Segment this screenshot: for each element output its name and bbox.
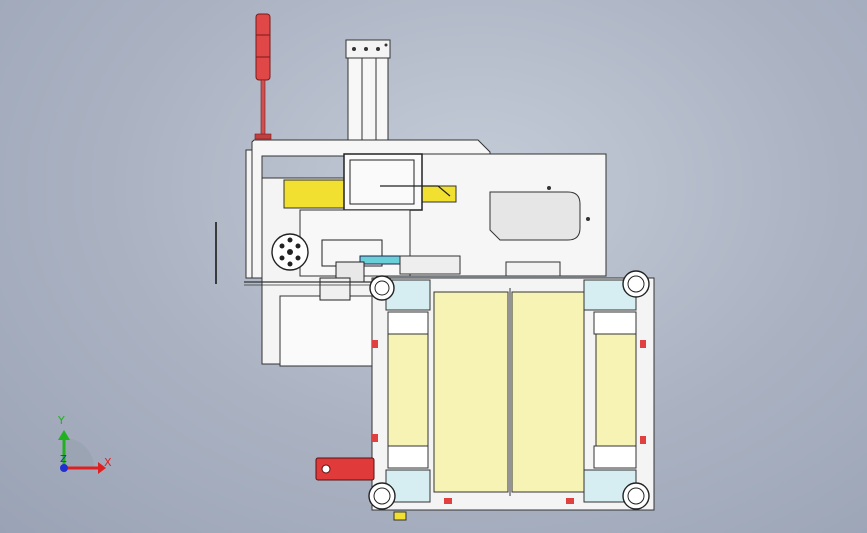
red-marker-right-upper [640,340,646,348]
z-axis-dot [60,464,68,472]
caster-wheel-bottom-left[interactable] [368,482,396,510]
red-handle[interactable] [315,457,375,481]
red-marker-bottom-right [566,498,574,504]
y-axis-arrowhead [58,430,70,440]
signal-tower-light[interactable] [254,13,272,140]
cream-panel-center-right[interactable] [511,291,585,493]
red-marker-left-lower [372,434,378,442]
feed-mechanism[interactable] [244,209,561,301]
corner-block-top-left[interactable] [385,279,431,335]
caster-wheel-bottom-right[interactable] [622,482,650,510]
corner-block-bottom-left[interactable] [385,445,431,503]
x-axis-arrowhead [98,462,106,474]
caster-wheel-top-left[interactable] [369,275,395,301]
cream-panel-left[interactable] [387,333,429,447]
red-marker-right-lower [640,436,646,444]
y-axis-label: Y [58,414,65,427]
yellow-guard-left[interactable] [283,179,347,209]
triad-arc [64,438,94,468]
display-monitor[interactable] [343,153,451,211]
cream-panel-center-left[interactable] [433,291,509,493]
cream-panel-right[interactable] [595,333,637,447]
red-marker-bottom-left [444,498,452,504]
red-marker-left-upper [372,340,378,348]
x-axis-label: X [104,456,112,469]
z-axis-label: Z [60,454,67,465]
yellow-foot [393,511,407,521]
caster-wheel-top-right[interactable] [622,270,650,298]
